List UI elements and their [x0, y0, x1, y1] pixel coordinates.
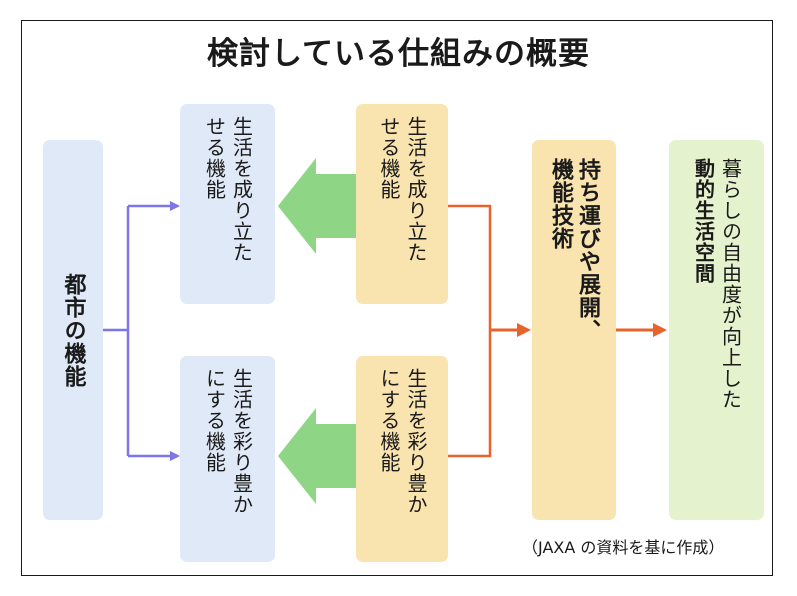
enrich-life-yellow-line-1: 生活を彩り豊か [404, 368, 428, 515]
support-life-box-yellow: 生活を成り立た せる機能 [356, 104, 448, 304]
enrich-green-arrow [278, 408, 356, 504]
transport-tech-line-1: 持ち運びや展開、 [575, 158, 600, 342]
support-life-line-2: せる機能 [202, 116, 227, 200]
city-function-label: 都市の機能 [60, 272, 86, 388]
source-credit: （JAXA の資料を基に作成） [522, 538, 725, 557]
support-green-arrow [278, 158, 356, 254]
support-life-line-1: 生活を成り立た [229, 116, 254, 263]
transport-tech-line-2: 機能技術 [548, 158, 573, 250]
dynamic-living-space-box: 暮らしの自由度が向上した 動的生活空間 [669, 140, 764, 520]
diagram-title: 検討している仕組みの概要 [206, 36, 591, 72]
enrich-life-line-2: にする機能 [202, 368, 227, 473]
enrich-life-line-1: 生活を彩り豊か [229, 368, 254, 515]
city-branch-line [102, 206, 130, 456]
support-life-box-blue: 生活を成り立た せる機能 [180, 104, 275, 304]
city-function-box: 都市の機能 [43, 140, 103, 520]
dynamic-space-line-1: 暮らしの自由度が向上した [718, 158, 743, 410]
enrich-life-yellow-line-2: にする機能 [377, 368, 401, 473]
yellow-merge-line [448, 204, 492, 458]
enrich-life-box-blue: 生活を彩り豊か にする機能 [180, 356, 275, 562]
support-life-yellow-line-1: 生活を成り立た [404, 116, 428, 263]
transport-tech-box: 持ち運びや展開、 機能技術 [532, 140, 616, 520]
enrich-life-box-yellow: 生活を彩り豊か にする機能 [356, 356, 448, 562]
support-life-yellow-line-2: せる機能 [377, 116, 401, 200]
dynamic-space-line-2: 動的生活空間 [691, 158, 716, 284]
